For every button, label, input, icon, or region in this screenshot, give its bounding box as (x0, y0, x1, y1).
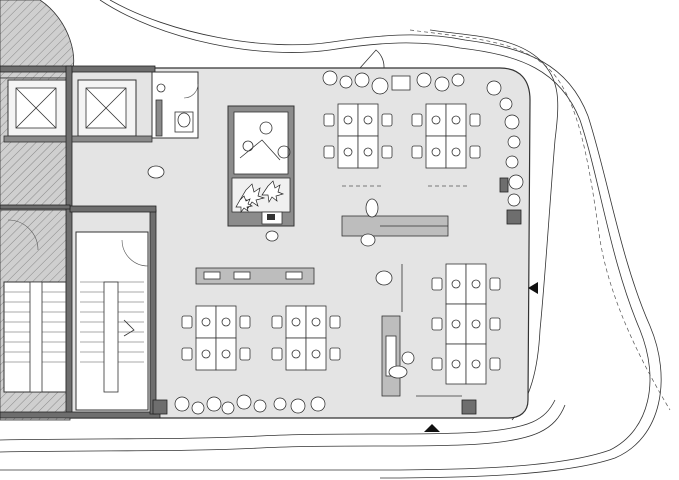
chair-icon (451, 319, 461, 329)
chair-icon (201, 349, 211, 359)
columns (152, 177, 522, 415)
chair-icon (363, 115, 373, 125)
atrium (227, 105, 295, 242)
north-marker-icon (424, 282, 538, 432)
chair-icon (239, 347, 251, 361)
chair-icon (323, 113, 335, 127)
chair-icon (411, 145, 423, 159)
chair-icon (451, 359, 461, 369)
chair-icon (329, 347, 341, 361)
chair-icon (181, 347, 193, 361)
chair-icon (291, 317, 301, 327)
chair-icon (311, 349, 321, 359)
chair-icon (451, 115, 461, 125)
chair-icon (431, 147, 441, 157)
chair-icon (489, 357, 501, 371)
chair-icon (271, 347, 283, 361)
plant-row-bottom (174, 394, 326, 415)
chair-icon (291, 349, 301, 359)
chair-icon (489, 277, 501, 291)
chair-icon (381, 145, 393, 159)
chair-icon (343, 115, 353, 125)
chair-icon (239, 315, 251, 329)
chair-icon (431, 115, 441, 125)
chair-icon (489, 317, 501, 331)
chair-icon (451, 147, 461, 157)
chair-icon (363, 147, 373, 157)
chair-icon (329, 315, 341, 329)
chair-icon (201, 317, 211, 327)
restroom (151, 71, 199, 139)
chair-icon (469, 113, 481, 127)
chair-icon (471, 319, 481, 329)
chair-icon (471, 359, 481, 369)
chair-icon (311, 317, 321, 327)
chair-icon (221, 317, 231, 327)
elevator-block (3, 79, 153, 143)
chair-icon (221, 349, 231, 359)
chair-icon (271, 315, 283, 329)
chair-icon (343, 147, 353, 157)
workstations (181, 103, 501, 385)
chair-icon (381, 113, 393, 127)
chair-icon (323, 145, 335, 159)
chair-icon (181, 315, 193, 329)
chair-icon (451, 279, 461, 289)
chair-icon (431, 357, 443, 371)
chair-icon (411, 113, 423, 127)
entrance-door (359, 49, 385, 69)
chair-icon (469, 145, 481, 159)
chair-icon (431, 277, 443, 291)
stair-icon (80, 281, 144, 393)
counters (147, 165, 462, 397)
plant-icon (235, 180, 285, 214)
stair-core (3, 219, 149, 411)
chair-icon (471, 279, 481, 289)
plant-row-top (322, 70, 524, 207)
chair-icon (431, 317, 443, 331)
